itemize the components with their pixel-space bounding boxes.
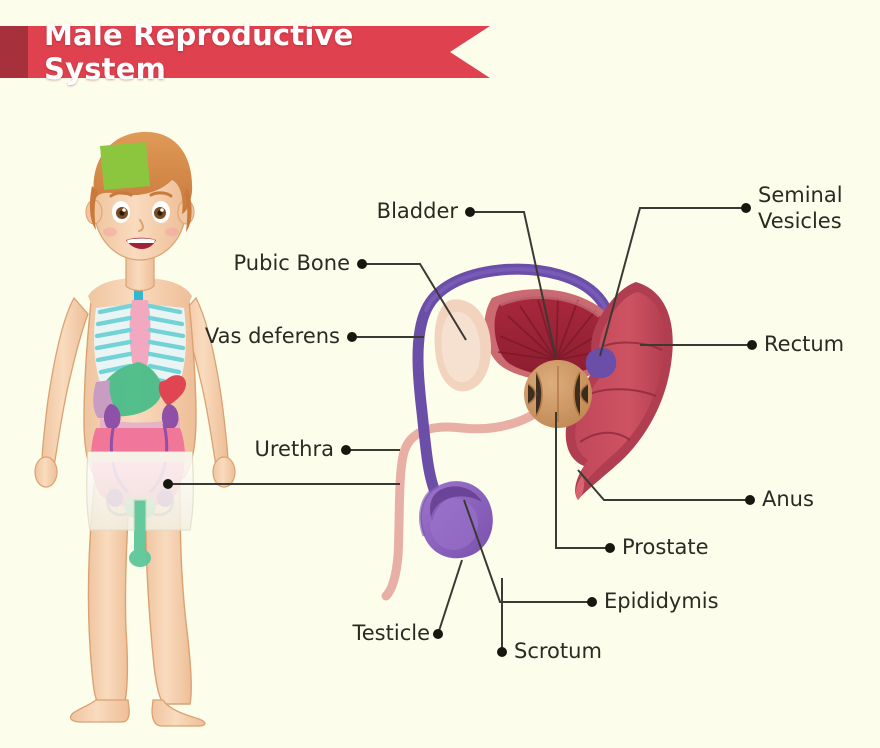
label-urethra: Urethra (254, 437, 334, 461)
leader-lines (168, 207, 752, 652)
label-seminal-vesicles-line2: Vesicles (758, 209, 842, 233)
label-testicle: Testicle (352, 621, 431, 645)
anus-opening (575, 476, 585, 500)
leader-dots (163, 203, 757, 657)
dot-prostate (605, 543, 615, 553)
banner-body (28, 26, 490, 78)
label-scrotum: Scrotum (514, 639, 602, 663)
page-title: Male Reproductive System (44, 18, 354, 86)
figure-scrotum (129, 549, 151, 567)
title-banner: Male Reproductive System (0, 18, 490, 86)
leader-bladder (470, 211, 557, 359)
label-seminal-vesicles-line1: Seminal (758, 183, 843, 207)
bladder-organ (484, 289, 620, 381)
leader-testicle (437, 559, 463, 635)
dot-epididymis (587, 597, 597, 607)
leader-anus (577, 469, 750, 501)
leader-pubic-bone (362, 263, 467, 341)
label-prostate: Prostate (622, 535, 709, 559)
heart (158, 375, 186, 406)
kidney-right (161, 404, 179, 430)
dot-pubic-bone (357, 259, 367, 269)
epididymis-organ (430, 486, 482, 522)
prostate-texture (527, 366, 589, 422)
dot-urethra-figure (163, 479, 173, 489)
testicle-organ (420, 481, 493, 559)
dot-bladder (465, 207, 475, 217)
liver (97, 362, 163, 417)
urethra-structure (381, 387, 561, 601)
scrotum-structure (419, 484, 439, 537)
leader-prostate (555, 412, 610, 549)
label-rectum: Rectum (764, 332, 845, 356)
figure-urethra (134, 514, 146, 558)
seminal-vesicles-organ (585, 347, 617, 379)
kidney-left (103, 404, 121, 430)
rectum-organ (565, 282, 673, 500)
leader-seminal-vesicles (599, 207, 746, 357)
dot-anus (745, 495, 755, 505)
label-vas-deferens: Vas deferens (204, 324, 340, 348)
label-bladder: Bladder (376, 199, 458, 223)
dot-scrotum (497, 647, 507, 657)
leader-epididymis (463, 499, 592, 603)
label-pubic-bone: Pubic Bone (233, 251, 350, 275)
prostate-organ (524, 360, 592, 428)
dot-urethra (341, 445, 351, 455)
label-anus: Anus (762, 487, 814, 511)
figure-shorts (86, 451, 194, 531)
label-epididymis: Epididymis (604, 589, 719, 613)
figure-head (85, 131, 195, 292)
banner-shape (0, 26, 490, 78)
dot-rectum (747, 340, 757, 350)
sternum (129, 300, 151, 372)
dot-testicle (433, 629, 443, 639)
figure-arms (34, 296, 236, 488)
brain-patch (100, 142, 150, 190)
dot-seminal-vesicles (741, 203, 751, 213)
pubic-bone-organ (434, 299, 492, 392)
dot-vas-deferens (347, 332, 357, 342)
